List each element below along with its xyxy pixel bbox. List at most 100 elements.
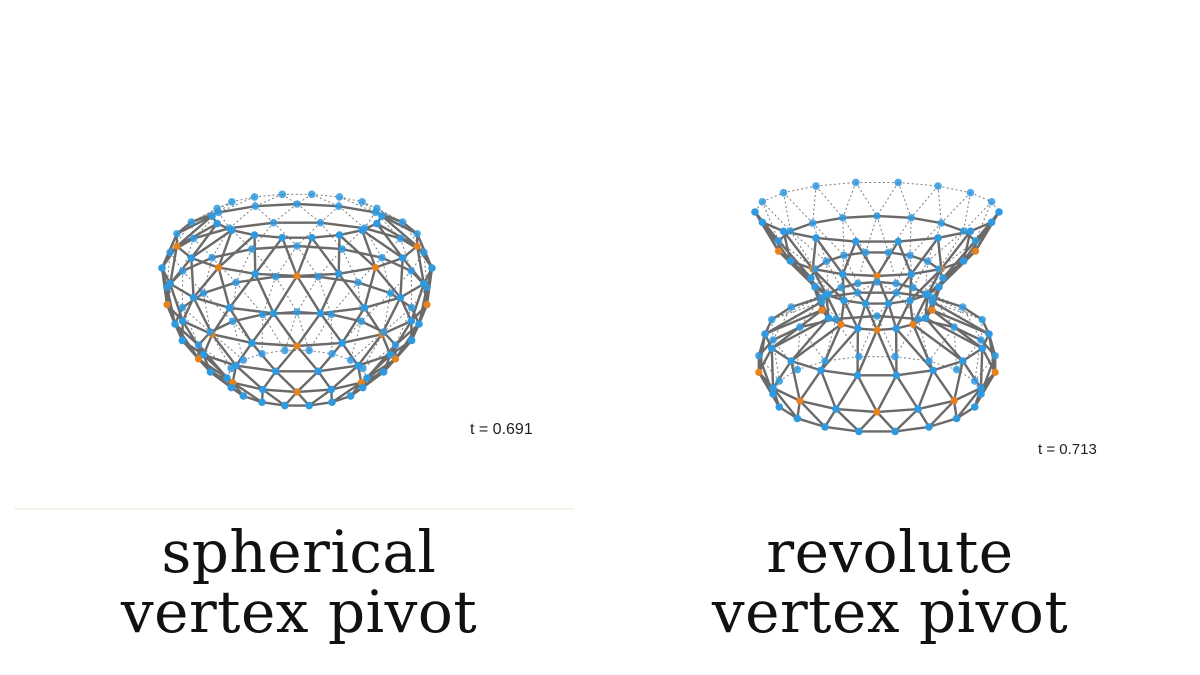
blue-node bbox=[832, 315, 840, 323]
blue-node bbox=[921, 290, 930, 298]
rod bbox=[940, 230, 972, 271]
rod bbox=[814, 236, 858, 243]
rod bbox=[979, 347, 984, 390]
hidden-edge bbox=[338, 205, 365, 229]
blue-node bbox=[873, 278, 881, 286]
rod bbox=[310, 233, 341, 239]
hidden-edge bbox=[855, 182, 878, 217]
blue-node bbox=[907, 214, 916, 222]
rod bbox=[202, 281, 238, 295]
hidden-edge bbox=[210, 331, 244, 361]
rod bbox=[295, 341, 344, 348]
blue-node bbox=[307, 233, 316, 242]
blue-node bbox=[837, 283, 845, 292]
rod bbox=[380, 296, 402, 336]
rod bbox=[181, 296, 195, 323]
blue-node bbox=[755, 351, 763, 360]
blue-node bbox=[250, 193, 259, 201]
hidden-edge bbox=[232, 321, 244, 361]
blue-node bbox=[360, 304, 369, 312]
blue-node bbox=[929, 366, 937, 375]
blue-node bbox=[855, 427, 863, 436]
blue-node bbox=[187, 254, 196, 262]
rod bbox=[941, 239, 977, 280]
rod bbox=[363, 226, 402, 240]
blue-node bbox=[914, 315, 922, 323]
rod bbox=[337, 204, 377, 214]
caption-line-1: spherical bbox=[161, 518, 437, 586]
blue-node bbox=[958, 303, 967, 311]
blue-node bbox=[407, 336, 416, 345]
rod bbox=[798, 369, 823, 402]
blue-node bbox=[937, 219, 946, 227]
blue-node bbox=[807, 274, 815, 282]
rod bbox=[274, 344, 299, 373]
rod bbox=[253, 233, 257, 276]
blue-node bbox=[258, 349, 266, 358]
hidden-edge bbox=[938, 230, 965, 270]
hidden-edge bbox=[876, 315, 896, 357]
rod bbox=[811, 267, 846, 302]
rod bbox=[856, 302, 867, 330]
blue-node bbox=[423, 283, 431, 292]
rod bbox=[389, 319, 413, 357]
rod bbox=[192, 296, 231, 310]
rod bbox=[841, 240, 858, 276]
blue-node bbox=[214, 208, 223, 217]
blue-node bbox=[338, 245, 346, 253]
hidden-edge bbox=[790, 230, 827, 262]
blue-node bbox=[934, 234, 942, 242]
blue-node bbox=[227, 364, 236, 373]
hidden-edge bbox=[231, 196, 255, 203]
hidden-edge bbox=[255, 193, 283, 207]
rod bbox=[841, 214, 879, 220]
rod bbox=[319, 272, 340, 315]
blue-node bbox=[934, 182, 942, 190]
hidden-edge bbox=[229, 205, 256, 229]
rod bbox=[228, 306, 254, 345]
hidden-edge bbox=[896, 292, 919, 320]
rod bbox=[228, 272, 257, 310]
blue-node bbox=[358, 383, 367, 392]
rod bbox=[272, 312, 299, 348]
revolute-lattice-diagram bbox=[751, 178, 1003, 436]
blue-node bbox=[250, 231, 259, 239]
rod bbox=[790, 316, 830, 363]
blue-node bbox=[413, 229, 421, 238]
blue-node bbox=[293, 200, 301, 208]
orange-node bbox=[873, 272, 881, 280]
blue-node bbox=[316, 309, 325, 318]
blue-node bbox=[208, 253, 216, 262]
rod bbox=[173, 322, 200, 361]
blue-node bbox=[884, 299, 893, 308]
blue-node bbox=[239, 356, 248, 364]
divider-line bbox=[14, 508, 574, 510]
rod bbox=[192, 296, 214, 336]
rod bbox=[819, 369, 859, 377]
rod bbox=[842, 299, 860, 330]
rod bbox=[228, 221, 275, 230]
hidden-edge bbox=[928, 360, 957, 371]
hidden-edge bbox=[974, 355, 996, 382]
rod bbox=[295, 310, 333, 316]
blue-node bbox=[873, 212, 881, 220]
rod bbox=[380, 214, 419, 248]
blue-node bbox=[338, 339, 346, 347]
rod bbox=[841, 272, 879, 278]
blue-node bbox=[189, 293, 198, 302]
rod bbox=[931, 359, 964, 372]
blue-node bbox=[269, 309, 278, 318]
hidden-edge bbox=[812, 185, 817, 224]
rod bbox=[952, 359, 964, 402]
hidden-edge bbox=[835, 292, 858, 320]
rod bbox=[770, 347, 775, 390]
blue-node bbox=[970, 377, 979, 385]
caption-line-2: vertex pivot bbox=[120, 578, 478, 646]
blue-node bbox=[892, 288, 901, 297]
rod bbox=[763, 300, 824, 336]
rod bbox=[757, 332, 767, 374]
blue-node bbox=[751, 208, 759, 216]
blue-node bbox=[378, 253, 386, 262]
hidden-edge bbox=[309, 349, 333, 355]
rod bbox=[274, 370, 299, 394]
